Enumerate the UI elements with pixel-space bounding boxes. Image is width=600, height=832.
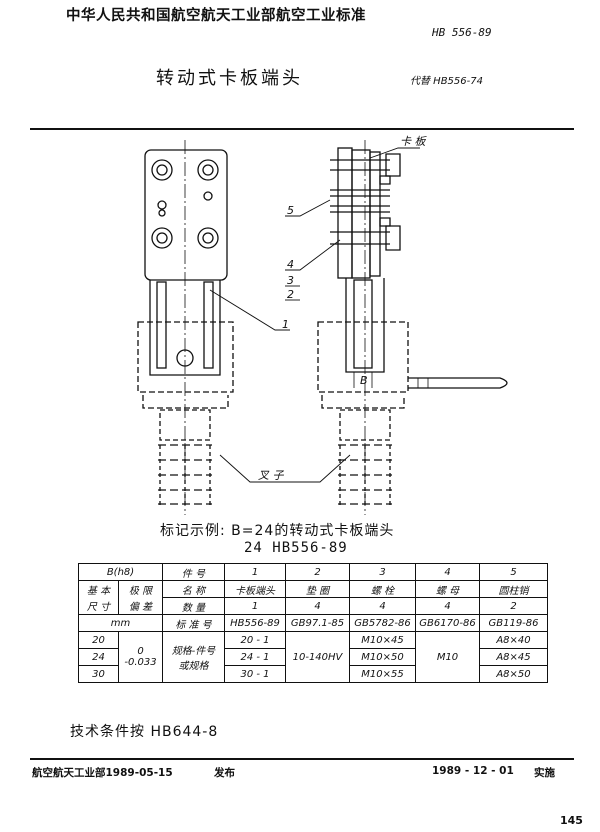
standard-header-title: 中华人民共和国航空航天工业部航空工业标准 (66, 8, 366, 24)
page-number: 145 (560, 814, 583, 827)
part1-spec: 30 - 1 (224, 665, 286, 683)
b-value: 20 (78, 631, 119, 649)
label-part-1: 1 (282, 318, 289, 331)
qty-5: 2 (479, 597, 548, 615)
technical-drawing: 卡 板 5 4 3 2 1 B 叉 子 (137, 135, 508, 515)
std-1: HB556-89 (224, 614, 286, 632)
name-5: 圆柱销 (479, 580, 548, 598)
marking-example-line-2: 24 HB556-89 (244, 540, 348, 556)
standard-number: HB 556-89 (432, 26, 492, 39)
label-part-4: 4 (287, 258, 294, 271)
deviation-cell: 0 -0.033 (118, 631, 163, 683)
spec-label-1: 规格-件号 (171, 646, 216, 657)
std-3: GB5782-86 (349, 614, 416, 632)
header-standard-no: 标 准 号 (162, 614, 225, 632)
qty-4: 4 (415, 597, 480, 615)
part-no-4: 4 (415, 563, 480, 581)
table-row: 20 0 -0.033 规格-件号 或规格 20 - 1 10-140HV M1… (78, 631, 548, 683)
deviation-lower: -0.033 (124, 657, 157, 668)
technical-conditions-note: 技术条件按 HB644-8 (70, 724, 219, 740)
washer-spec: 10-140HV (285, 631, 350, 683)
header-mm: mm (78, 614, 163, 632)
part-no-5: 5 (479, 563, 548, 581)
spec-label-2: 或规格 (178, 661, 209, 672)
document-title: 转动式卡板端头 (156, 68, 303, 89)
header-limit: 极 限 (118, 580, 163, 598)
label-part-5: 5 (287, 204, 294, 217)
bolt-spec: M10×45 (349, 631, 416, 649)
bolt-spec: M10×55 (349, 665, 416, 683)
header-part-no: 件 号 (162, 563, 225, 581)
name-4: 螺 母 (415, 580, 480, 598)
implementation-label: 实施 (534, 767, 555, 779)
std-2: GB97.1-85 (285, 614, 350, 632)
replaces-standard: 代替 HB556-74 (410, 76, 483, 87)
top-rule (30, 128, 574, 130)
label-part-3: 3 (287, 274, 294, 287)
header-quantity: 数 量 (162, 597, 225, 615)
table-row: 30 30 - 1 M10×55 A8×50 (78, 665, 548, 683)
spec-label-cell: 规格-件号 或规格 (162, 631, 225, 683)
side-view (317, 140, 508, 515)
label-dimension-b: B (360, 374, 368, 387)
leader-lines (209, 147, 420, 483)
header-name: 名 称 (162, 580, 225, 598)
pin-spec: A8×45 (479, 648, 548, 666)
b-value: 24 (78, 648, 119, 666)
issue-authority-date: 航空航天工业部1989-05-15 (32, 767, 173, 779)
pin-spec: A8×40 (479, 631, 548, 649)
table-row: 基 本 极 限 名 称 卡板端头 垫 圈 螺 栓 螺 母 圆柱销 (78, 580, 548, 598)
name-1: 卡板端头 (224, 580, 286, 598)
std-4: GB6170-86 (415, 614, 480, 632)
label-card-plate: 卡 板 (400, 135, 427, 148)
front-view (137, 140, 234, 515)
header-basic: 基 本 (78, 580, 119, 598)
implementation-date: 1989 - 12 - 01 (432, 765, 514, 777)
specification-table: B(h8) 件 号 1 2 3 4 5 基 本 极 限 名 称 卡板端头 垫 圈… (78, 563, 548, 683)
issue-label: 发布 (214, 767, 235, 779)
part-no-2: 2 (285, 563, 350, 581)
qty-2: 4 (285, 597, 350, 615)
pin-spec: A8×50 (479, 665, 548, 683)
table-row: B(h8) 件 号 1 2 3 4 5 (78, 563, 548, 581)
bottom-rule (30, 758, 574, 760)
part-no-1: 1 (224, 563, 286, 581)
name-2: 垫 圈 (285, 580, 350, 598)
table-row: 24 24 - 1 M10×50 A8×45 (78, 648, 548, 666)
part1-spec: 20 - 1 (224, 631, 286, 649)
nut-spec: M10 (415, 631, 480, 683)
label-fork: 叉 子 (258, 469, 284, 482)
header-deviation: 偏 差 (118, 597, 163, 615)
part1-spec: 24 - 1 (224, 648, 286, 666)
b-value: 30 (78, 665, 119, 683)
header-b: B(h8) (78, 563, 163, 581)
deviation-upper: 0 (137, 646, 144, 657)
std-5: GB119-86 (479, 614, 548, 632)
name-3: 螺 栓 (349, 580, 416, 598)
table-row: mm 标 准 号 HB556-89 GB97.1-85 GB5782-86 GB… (78, 614, 548, 632)
qty-1: 1 (224, 597, 286, 615)
header-size: 尺 寸 (78, 597, 119, 615)
marking-example-line-1: 标记示例: B=24的转动式卡板端头 (160, 523, 395, 539)
qty-3: 4 (349, 597, 416, 615)
part-no-3: 3 (349, 563, 416, 581)
bolt-spec: M10×50 (349, 648, 416, 666)
label-part-2: 2 (287, 288, 294, 301)
table-row: 尺 寸 偏 差 数 量 1 4 4 4 2 (78, 597, 548, 615)
